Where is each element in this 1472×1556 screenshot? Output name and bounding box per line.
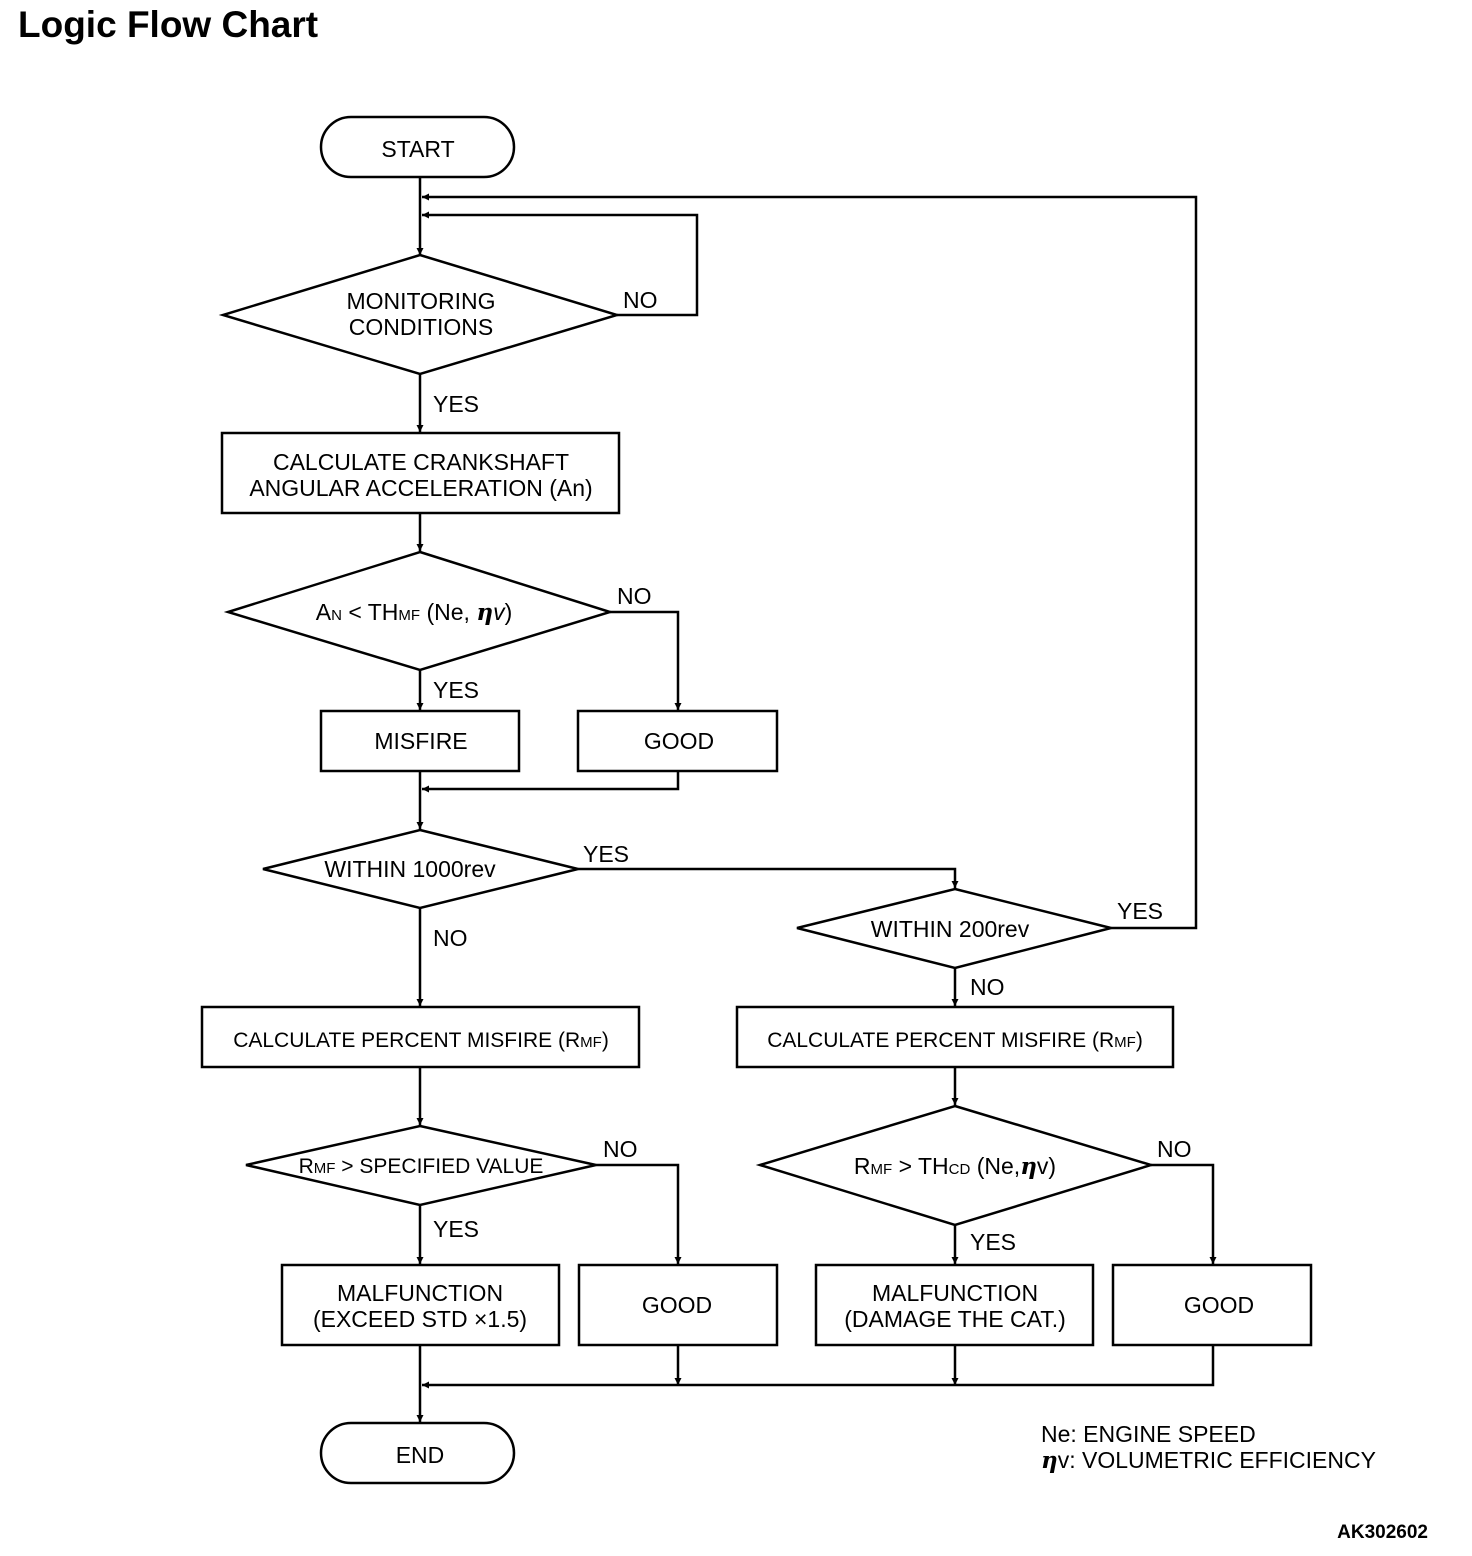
svg-text:GOOD: GOOD bbox=[642, 1292, 712, 1318]
node-within-1000rev: WITHIN 1000rev bbox=[262, 828, 579, 910]
svg-text:(EXCEED STD ×1.5): (EXCEED STD ×1.5) bbox=[313, 1306, 527, 1332]
node-good-3: GOOD bbox=[1111, 1263, 1313, 1347]
svg-text:WITHIN 1000rev: WITHIN 1000rev bbox=[324, 856, 496, 882]
arrow-cond-thcd-no bbox=[1151, 1163, 1217, 1264]
legend: Ne: ENGINE SPEED ηv: VOLUMETRIC EFFICIEN… bbox=[1041, 1421, 1376, 1474]
arrow-monitoring-no-loop bbox=[422, 211, 699, 317]
svg-text:CALCULATE CRANKSHAFT: CALCULATE CRANKSHAFT bbox=[273, 449, 569, 475]
svg-text:CONDITIONS: CONDITIONS bbox=[349, 314, 493, 340]
page-title: Logic Flow Chart bbox=[18, 4, 319, 45]
label-within1000-yes: YES bbox=[583, 841, 629, 867]
arrow-cond-spec-no bbox=[596, 1163, 682, 1264]
node-end: END bbox=[319, 1421, 516, 1485]
node-misfire: MISFIRE bbox=[319, 709, 521, 773]
svg-text:GOOD: GOOD bbox=[1184, 1292, 1254, 1318]
svg-text:ANGULAR ACCELERATION (An): ANGULAR ACCELERATION (An) bbox=[249, 475, 592, 501]
svg-text:AN < THMF (Ne, ηv): AN < THMF (Ne, ηv) bbox=[316, 599, 512, 626]
node-malfunction-damage-cat: MALFUNCTION (DAMAGE THE CAT.) bbox=[814, 1263, 1095, 1347]
node-cond-an-threshold: AN < THMF (Ne, ηv) bbox=[223, 550, 615, 672]
node-calc-percent-misfire-right: CALCULATE PERCENT MISFIRE (RMF) bbox=[735, 1005, 1175, 1069]
node-good-2: GOOD bbox=[577, 1263, 779, 1347]
arrow-within200-yes-loop bbox=[422, 193, 1198, 930]
edge-labels: NO YES NO YES YES NO YES NO NO YES NO YE… bbox=[433, 287, 1192, 1255]
legend-ne: Ne: ENGINE SPEED bbox=[1041, 1421, 1256, 1447]
legend-eta: ηv: VOLUMETRIC EFFICIENCY bbox=[1041, 1447, 1376, 1474]
node-within-200rev: WITHIN 200rev bbox=[796, 887, 1112, 970]
svg-text:START: START bbox=[381, 136, 454, 162]
arrow-bottom-merge bbox=[422, 1345, 1215, 1389]
label-within1000-no: NO bbox=[433, 925, 468, 951]
svg-text:WITHIN 200rev: WITHIN 200rev bbox=[871, 916, 1030, 942]
svg-text:MALFUNCTION: MALFUNCTION bbox=[337, 1280, 503, 1306]
label-cond-thcd-yes: YES bbox=[970, 1229, 1016, 1255]
label-cond-spec-no: NO bbox=[603, 1136, 638, 1162]
arrow-cond-an-no bbox=[610, 610, 682, 710]
svg-text:MALFUNCTION: MALFUNCTION bbox=[872, 1280, 1038, 1306]
node-malfunction-exceed-std: MALFUNCTION (EXCEED STD ×1.5) bbox=[280, 1263, 561, 1347]
node-calc-percent-misfire-left: CALCULATE PERCENT MISFIRE (RMF) bbox=[200, 1005, 641, 1069]
label-cond-an-yes: YES bbox=[433, 677, 479, 703]
node-calc-crankshaft-accel: CALCULATE CRANKSHAFT ANGULAR ACCELERATIO… bbox=[220, 431, 621, 515]
svg-text:END: END bbox=[396, 1442, 445, 1468]
label-within200-no: NO bbox=[970, 974, 1005, 1000]
label-cond-an-no: NO bbox=[617, 583, 652, 609]
label-cond-thcd-no: NO bbox=[1157, 1136, 1192, 1162]
figure-code: AK302602 bbox=[1337, 1522, 1428, 1543]
node-cond-specified-value: RMF > SPECIFIED VALUE bbox=[245, 1124, 597, 1207]
label-within200-yes: YES bbox=[1117, 898, 1163, 924]
arrow-good-merge bbox=[422, 771, 680, 793]
node-good-1: GOOD bbox=[576, 709, 779, 773]
svg-text:MONITORING: MONITORING bbox=[346, 288, 495, 314]
connectors bbox=[416, 177, 1217, 1422]
svg-text:(DAMAGE THE CAT.): (DAMAGE THE CAT.) bbox=[844, 1306, 1066, 1332]
node-start: START bbox=[319, 115, 516, 179]
node-cond-thcd: RMF > THCD (Ne,ηv) bbox=[755, 1104, 1156, 1227]
svg-text:GOOD: GOOD bbox=[644, 728, 714, 754]
node-monitoring-conditions: MONITORING CONDITIONS bbox=[218, 253, 622, 376]
svg-text:MISFIRE: MISFIRE bbox=[374, 728, 467, 754]
svg-text:RMF > SPECIFIED VALUE: RMF > SPECIFIED VALUE bbox=[299, 1155, 544, 1178]
svg-text:RMF > THCD (Ne,ηv): RMF > THCD (Ne,ηv) bbox=[854, 1153, 1056, 1180]
svg-text:CALCULATE PERCENT MISFIRE (RMF: CALCULATE PERCENT MISFIRE (RMF) bbox=[767, 1029, 1143, 1052]
label-monitoring-no: NO bbox=[623, 287, 658, 313]
label-cond-spec-yes: YES bbox=[433, 1216, 479, 1242]
svg-text:CALCULATE PERCENT MISFIRE (RMF: CALCULATE PERCENT MISFIRE (RMF) bbox=[233, 1029, 609, 1052]
arrow-within1000-yes bbox=[578, 867, 959, 888]
label-monitoring-yes: YES bbox=[433, 391, 479, 417]
